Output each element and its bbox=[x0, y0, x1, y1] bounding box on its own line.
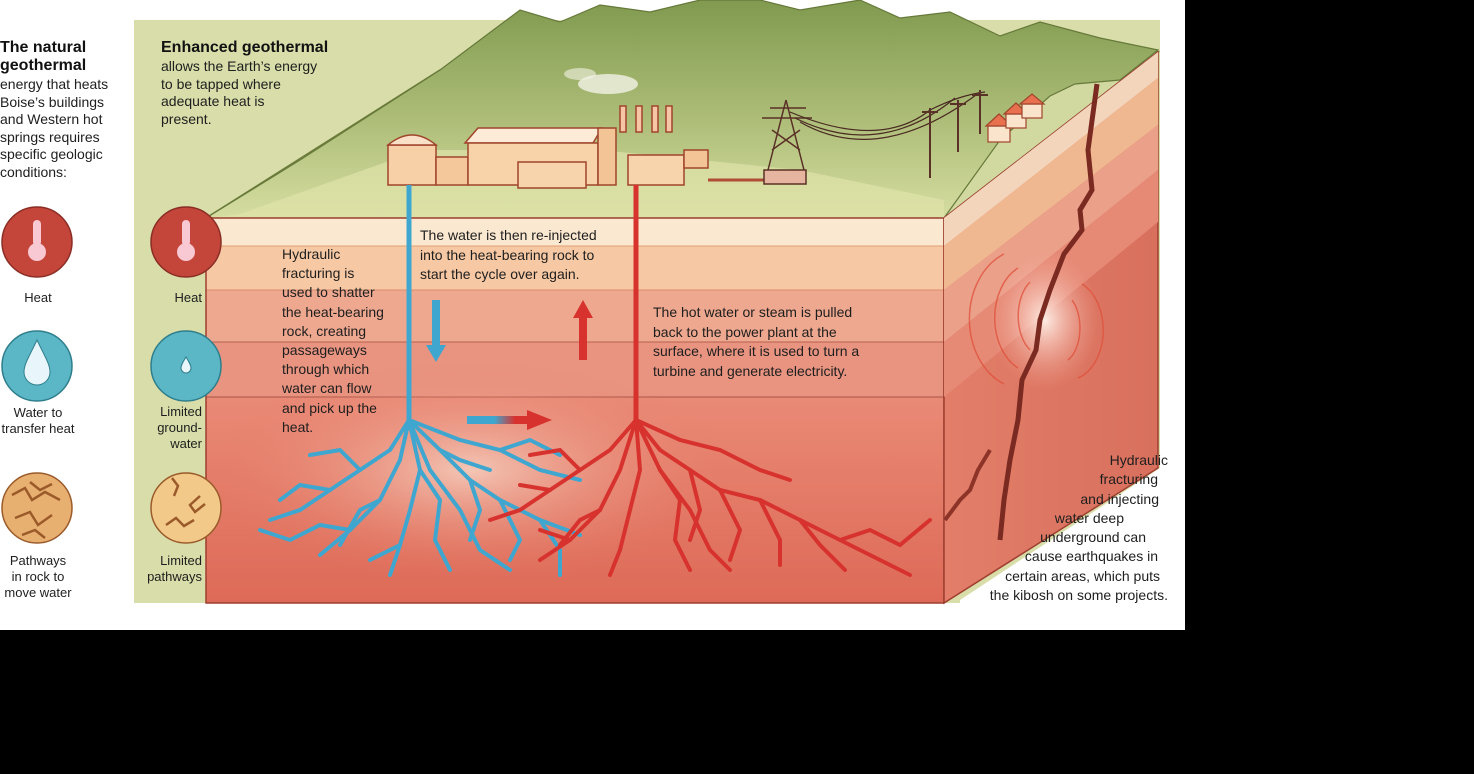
enhanced-water-label: Limited ground- water bbox=[140, 404, 202, 452]
annotation-line: fracturing is bbox=[282, 265, 355, 282]
body-line: Boise’s buildings bbox=[0, 93, 105, 110]
enhanced-pathways-label: Limited pathways bbox=[140, 553, 202, 585]
natural-heat-label: Heat bbox=[0, 290, 76, 306]
natural-water-label: Water to transfer heat bbox=[0, 405, 82, 437]
label-line: water bbox=[170, 436, 202, 451]
label-line: Water to bbox=[13, 405, 63, 420]
hot-water-fracture-network bbox=[488, 418, 932, 577]
body-line: and Western hot bbox=[0, 111, 103, 127]
annotation-line: The water is then re-injected bbox=[420, 227, 597, 243]
body-line: present. bbox=[161, 110, 212, 127]
annotation-line: the heat-bearing bbox=[282, 303, 384, 320]
annotation-line: through which bbox=[282, 361, 370, 378]
title-line: geothermal bbox=[0, 57, 87, 74]
body-line: springs requires bbox=[0, 128, 100, 145]
label-line: Pathways bbox=[9, 553, 67, 568]
body-line: allows the Earth’s energy bbox=[161, 58, 318, 74]
annotation-line: the kibosh on some projects. bbox=[989, 587, 1168, 604]
enhanced-heat-icon bbox=[150, 206, 222, 278]
illustration bbox=[1, 0, 1184, 605]
annotation-line: The hot water or steam is pulled bbox=[653, 304, 853, 320]
label-line: transfer heat bbox=[1, 421, 75, 436]
label-line: Limited bbox=[160, 404, 202, 419]
earthquake-annotation: Hydraulic fracturing and injecting water… bbox=[940, 451, 1168, 605]
enhanced-water-icon bbox=[150, 330, 222, 402]
fracturing-annotation: Hydraulic fracturing is used to shatter … bbox=[282, 245, 407, 437]
label-line: Heat bbox=[174, 290, 202, 305]
enhanced-heat-label: Heat bbox=[140, 290, 202, 306]
annotation-line: heat. bbox=[282, 418, 314, 435]
label-line: ground- bbox=[157, 420, 202, 435]
annotation-line: Hydraulic bbox=[282, 246, 341, 262]
geothermal-diagram: The natural geothermal energy that heats… bbox=[0, 0, 1185, 630]
fault-line bbox=[997, 83, 1100, 541]
houses bbox=[984, 93, 1046, 143]
body-line: to be tapped where bbox=[161, 75, 281, 92]
extraction-annotation: The hot water or steam is pulled back to… bbox=[653, 303, 913, 381]
annotation-line: into the heat-bearing rock to bbox=[420, 246, 595, 263]
seismic-waves bbox=[968, 253, 1104, 385]
annotation-line: back to the power plant at the bbox=[653, 323, 837, 340]
enhanced-panel-title: Enhanced geothermal bbox=[161, 39, 329, 56]
body-line: adequate heat is bbox=[161, 93, 265, 109]
annotation-line: certain areas, which puts bbox=[1005, 567, 1160, 584]
natural-panel-body: energy that heats Boise’s buildings and … bbox=[0, 76, 130, 181]
annotation-line: rock, creating bbox=[282, 322, 367, 339]
body-line: conditions: bbox=[0, 163, 67, 180]
enhanced-panel-body: allows the Earth’s energy to be tapped w… bbox=[161, 58, 381, 128]
reinjection-annotation: The water is then re-injected into the h… bbox=[420, 226, 640, 285]
annotation-line: water deep bbox=[1054, 509, 1124, 526]
label-line: pathways bbox=[147, 569, 202, 584]
annotation-line: Hydraulic bbox=[1109, 452, 1168, 468]
annotation-line: turbine and generate electricity. bbox=[653, 362, 848, 379]
annotation-line: fracturing bbox=[1099, 471, 1158, 488]
annotation-line: underground can bbox=[1040, 529, 1146, 546]
transmission-tower bbox=[762, 99, 812, 185]
natural-heat-icon bbox=[1, 206, 73, 278]
flow-right-arrow bbox=[467, 410, 552, 430]
label-line: move water bbox=[4, 585, 72, 600]
natural-pathways-icon bbox=[1, 472, 73, 544]
title-line: The natural bbox=[0, 39, 87, 56]
natural-pathways-label: Pathways in rock to move water bbox=[0, 553, 76, 601]
enhanced-pathways-icon bbox=[150, 472, 222, 544]
body-line: specific geologic bbox=[0, 146, 103, 162]
label-line: in rock to bbox=[11, 569, 65, 584]
annotation-line: and injecting bbox=[1080, 490, 1159, 507]
annotation-line: cause earthquakes in bbox=[1024, 548, 1158, 565]
annotation-line: used to shatter bbox=[282, 284, 375, 301]
body-line: energy that heats bbox=[0, 76, 109, 92]
flow-up-arrow bbox=[573, 300, 593, 360]
annotation-line: passageways bbox=[282, 342, 367, 359]
label-line: Limited bbox=[160, 553, 202, 568]
annotation-line: start the cycle over again. bbox=[420, 266, 580, 282]
flow-down-arrow bbox=[426, 300, 446, 362]
natural-water-icon bbox=[1, 330, 73, 402]
annotation-line: and pick up the bbox=[282, 399, 377, 416]
annotation-line: water can flow bbox=[282, 380, 372, 397]
power-plant bbox=[385, 105, 709, 189]
label-line: Heat bbox=[24, 290, 52, 305]
annotation-line: surface, where it is used to turn a bbox=[653, 343, 860, 359]
natural-panel-title: The natural geothermal bbox=[0, 39, 130, 75]
